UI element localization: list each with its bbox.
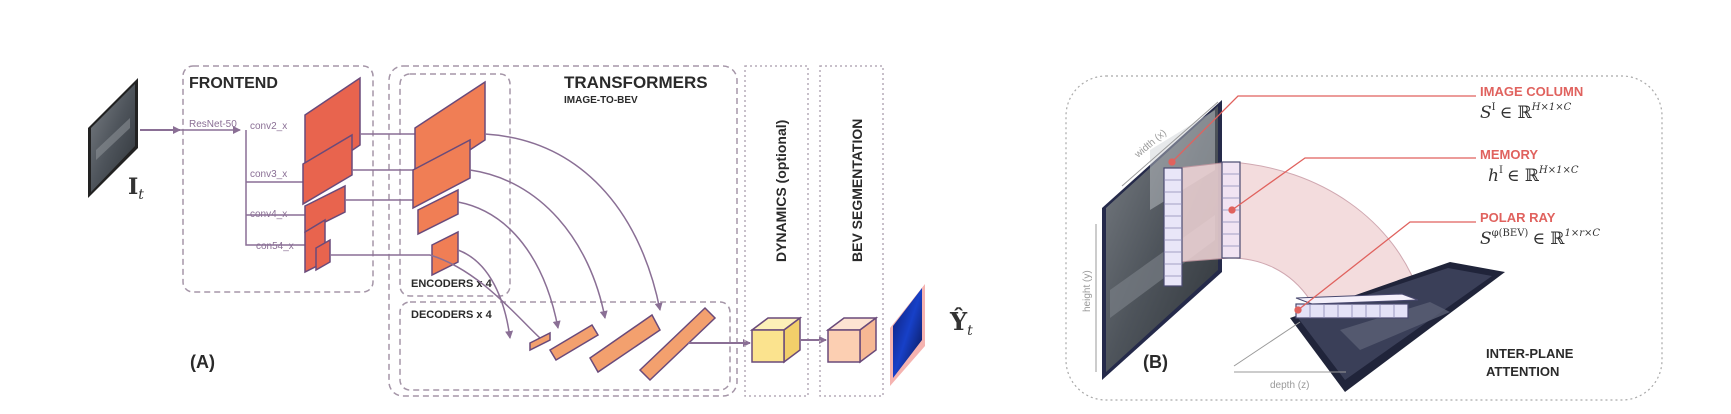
bev-cube (825, 316, 879, 364)
feature-map-con54 (315, 238, 331, 272)
decoder-map-3 (589, 313, 661, 374)
encoder-map-2 (412, 138, 471, 210)
conv4-label: conv4_x (250, 209, 287, 220)
frontend-connectors (180, 126, 318, 246)
frontend-box (182, 65, 374, 293)
annotation-pointers (1168, 95, 1476, 314)
encoder-feature-maps (412, 80, 486, 277)
conv5-label: con54_x (256, 241, 294, 252)
encoder-map-3 (417, 188, 459, 236)
encoder-map-4 (431, 230, 459, 277)
encoder-input-lines (330, 133, 430, 256)
bev-segmentation-box (819, 65, 884, 397)
input-camera-image (88, 78, 138, 198)
conv2-label: conv2_x (250, 121, 287, 132)
panel-b-label: (B) (1143, 352, 1168, 372)
feature-map-conv3 (302, 133, 353, 206)
frontend-feature-maps (302, 76, 361, 274)
width-axis-line (1121, 101, 1219, 187)
decoder-map-2 (548, 323, 600, 362)
dynamics-box (744, 65, 809, 397)
transformers-title: TRANSFORMERS (564, 73, 708, 92)
image-column-formula: SI∈ ℝH×1×C (1480, 102, 1572, 123)
bev-segmentation-label: BEV SEGMENTATION (849, 119, 865, 262)
frontend-title: FRONTEND (189, 75, 278, 92)
input-label: It (128, 174, 144, 203)
encoders-label: ENCODERS x 4 (411, 278, 493, 290)
bev-ground-plane (1290, 262, 1505, 392)
polar-ray-formula: Sφ(BEV)∈ ℝ1×r×C (1480, 228, 1600, 249)
decoder-map-4 (638, 306, 717, 382)
output-label: Ŷt (949, 307, 973, 339)
backbone-label: ResNet-50 (189, 119, 237, 130)
decoder-map-1 (529, 331, 551, 352)
polar-ray-title: POLAR RAY (1480, 210, 1556, 225)
image-column (1163, 167, 1183, 287)
attention-fan (1177, 161, 1421, 301)
decoders-label: DECODERS x 4 (411, 309, 493, 321)
panel-a-label: (A) (190, 352, 215, 372)
depth-axis-label: depth (z) (1270, 380, 1309, 391)
memory-title: MEMORY (1480, 147, 1538, 162)
decoders-box (399, 301, 731, 391)
height-axis-label: height (y) (1082, 270, 1093, 312)
panel-b-frame (1065, 75, 1663, 401)
panel-b: width (x) height (y) (1065, 75, 1663, 401)
transformers-box (388, 65, 738, 397)
decoder-feature-maps (529, 306, 717, 382)
feature-map-conv4 (304, 184, 346, 234)
attention-label-line2: ATTENTION (1486, 364, 1559, 379)
attention-label-line1: INTER-PLANE (1486, 346, 1574, 361)
encoder-decoder-arrows (429, 133, 663, 339)
dynamics-label: DYNAMICS (optional) (773, 120, 789, 262)
memory-formula: hI∈ ℝH×1×C (1488, 165, 1579, 186)
transformers-subtitle: IMAGE-TO-BEV (564, 95, 638, 106)
panel-a: It FRONTEND ResNet-50 conv2_x conv3_x co… (88, 65, 973, 397)
image-column-title: IMAGE COLUMN (1480, 84, 1583, 99)
conv3-label: conv3_x (250, 169, 287, 180)
bev-output-image (890, 284, 925, 386)
encoders-box (399, 73, 511, 297)
dynamics-cube (749, 316, 803, 364)
